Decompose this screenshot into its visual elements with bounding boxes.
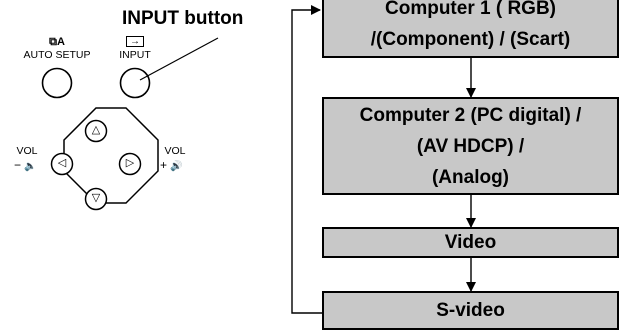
dpad-left-button[interactable] <box>50 152 74 176</box>
input-button-callout: INPUT button <box>122 8 244 29</box>
vol-plus-control: + 🔊 <box>160 158 183 172</box>
up-arrow-icon: △ <box>91 124 101 136</box>
dpad-right-button[interactable] <box>118 152 142 176</box>
auto-setup-button[interactable] <box>41 67 73 99</box>
vol-plus-label: VOL <box>164 145 186 157</box>
flow-step-line: Computer 1 ( RGB) <box>385 0 556 19</box>
dpad-outline <box>63 107 159 204</box>
input-button[interactable] <box>119 67 151 99</box>
flow-step-video: Video <box>322 227 619 258</box>
flow-step-svideo: S-video <box>322 291 619 330</box>
flow-step-line: Computer 2 (PC digital) / <box>359 104 582 126</box>
flow-step-line: /(Component) / (Scart) <box>370 29 571 50</box>
flow-step-line: Video <box>444 232 497 253</box>
input-callout-line <box>139 37 219 81</box>
auto-setup-icon: ⧉A <box>49 36 65 48</box>
auto-setup-label: AUTO SETUP <box>23 49 91 61</box>
plus-sign: + <box>160 158 168 172</box>
flow-step-line: (Analog) <box>431 166 510 188</box>
speaker-quiet-icon: 🔈 <box>24 161 37 172</box>
minus-sign: − <box>14 158 22 172</box>
vol-minus-control: − 🔈 <box>14 158 37 172</box>
down-arrow-icon: ▽ <box>91 192 101 204</box>
left-arrow-icon: ◁ <box>57 157 67 169</box>
flow-step-computer1: Computer 1 ( RGB) /(Component) / (Scart) <box>322 0 619 58</box>
dpad-up-button[interactable] <box>84 119 108 143</box>
flow-step-line: S-video <box>436 300 505 321</box>
right-arrow-icon: ▷ <box>125 157 135 169</box>
input-label: INPUT <box>119 49 151 61</box>
vol-minus-label: VOL <box>16 145 38 157</box>
arrow-loop-back <box>291 5 322 314</box>
input-icon: → <box>126 36 144 47</box>
dpad-down-button[interactable] <box>84 187 108 211</box>
speaker-loud-icon: 🔊 <box>170 161 183 172</box>
flow-step-line: (AV HDCP) / <box>416 135 525 157</box>
flow-step-computer2: Computer 2 (PC digital) / (AV HDCP) / (A… <box>322 97 619 195</box>
